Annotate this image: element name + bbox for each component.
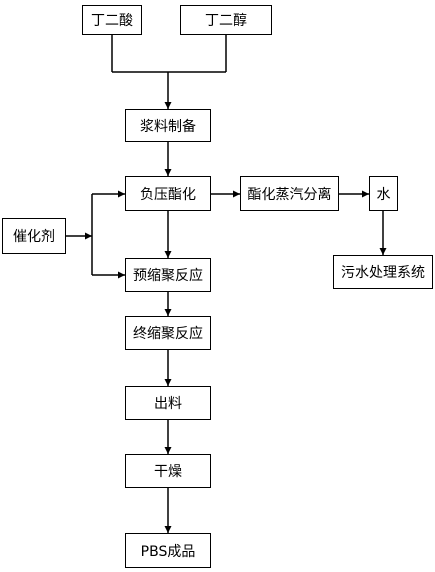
node-final-polycondensation: 终缩聚反应 [125,316,211,350]
node-label: PBS成品 [140,543,196,560]
node-label: 酯化蒸汽分离 [247,186,332,203]
node-pre-polycondensation: 预缩聚反应 [125,258,211,292]
node-vapor-separation: 酯化蒸汽分离 [240,176,339,211]
node-label: 催化剂 [13,229,55,245]
node-label: 预缩聚反应 [133,268,203,284]
node-label: 污水处理系统 [341,265,425,281]
node-label: 出料 [154,396,182,412]
node-catalyst: 催化剂 [2,218,66,254]
node-label: 干燥 [154,464,182,480]
node-label: 丁二酸 [91,13,133,29]
node-label: 水 [376,186,391,203]
node-wastewater-system: 污水处理系统 [333,255,433,289]
node-succinic-acid: 丁二酸 [82,5,142,35]
node-pbs-product: PBS成品 [125,533,211,568]
node-label: 终缩聚反应 [133,326,203,342]
node-label: 丁二醇 [205,13,247,29]
node-water: 水 [369,176,398,211]
node-drying: 干燥 [125,454,211,488]
node-label: 浆料制备 [140,118,196,135]
node-label: 负压酯化 [140,186,196,203]
node-butanediol: 丁二醇 [180,5,272,35]
node-neg-pressure-esterification: 负压酯化 [125,176,211,211]
node-discharge: 出料 [125,386,211,420]
node-slurry-prep: 浆料制备 [125,109,211,142]
